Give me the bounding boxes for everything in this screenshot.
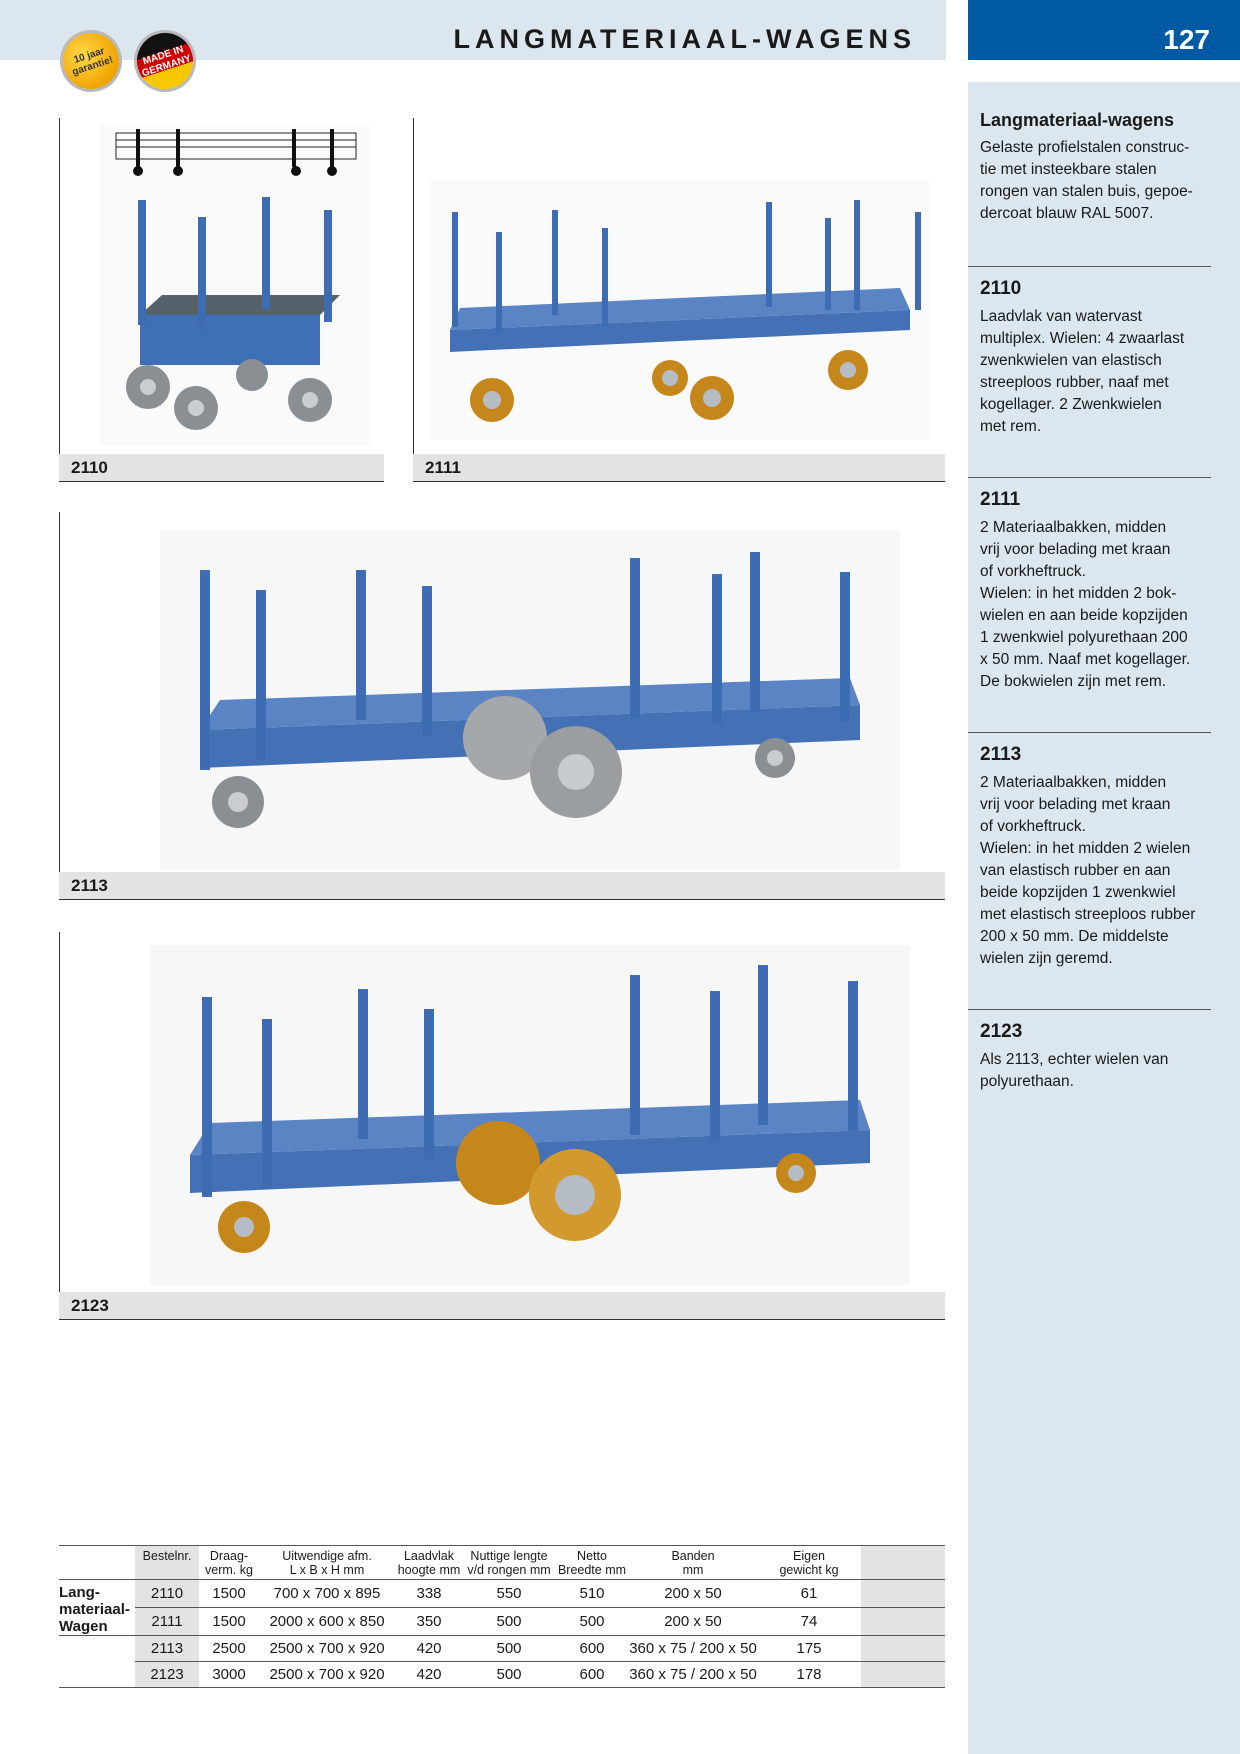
table-header-cell: Laadvlak hoogte mm (395, 1545, 463, 1580)
table-header-cell: Uitwendige afm. L x B x H mm (259, 1545, 395, 1580)
table-cell: 360 x 75 / 200 x 50 (629, 1635, 757, 1662)
product-photo-2110 (100, 125, 370, 445)
table-row: 2123 3000 2500 x 700 x 920 420 500 600 3… (59, 1661, 945, 1688)
sidebar-item-2111: 2111 2 Materiaalbakken, midden vrij voor… (980, 489, 1210, 693)
figure-frame (59, 118, 60, 454)
table-cell: 2123 (135, 1661, 199, 1688)
cart-2110-illustration (115, 129, 357, 430)
table-cell: 74 (757, 1607, 861, 1636)
table-cell: 500 (463, 1635, 555, 1662)
figure-caption-2110: 2110 (59, 454, 384, 482)
cart-2123-illustration (190, 965, 870, 1253)
table-cell: 1500 (199, 1607, 259, 1636)
table-header-cell: Netto Breedte mm (555, 1545, 629, 1580)
sidebar-divider (968, 1009, 1211, 1010)
page-number: 127 (1163, 24, 1210, 55)
table-header-row: Bestelnr. Draag- verm. kg Uitwendige afm… (59, 1545, 945, 1580)
made-in-germany-text: MADE IN GERMANY (140, 44, 193, 80)
table-cell: 1500 (199, 1579, 259, 1608)
sidebar-item-number: 2111 (980, 489, 1021, 510)
cart-2111-illustration (450, 200, 921, 422)
table-cell: 2500 (199, 1635, 259, 1662)
table-cell: 3000 (199, 1661, 259, 1688)
table-cell: 500 (463, 1661, 555, 1688)
table-header-cell: Nuttige lengte v/d rongen mm (463, 1545, 555, 1580)
sidebar-intro: Langmateriaal-wagens Gelaste profielstal… (980, 110, 1210, 225)
table-cell: 350 (395, 1607, 463, 1636)
table-cell: 178 (757, 1661, 861, 1688)
product-photo-2123 (150, 945, 910, 1285)
table-cell: 550 (463, 1579, 555, 1608)
warranty-badge-text: 10 jaar garantie! (70, 45, 115, 78)
table-row: 2111 1500 2000 x 600 x 850 350 500 500 2… (59, 1607, 945, 1636)
sidebar-intro-title: Langmateriaal-wagens (980, 110, 1175, 130)
product-photo-2111 (430, 180, 930, 440)
figure-frame (59, 512, 60, 872)
sidebar-item-2123: 2123 Als 2113, echter wielen van polyure… (980, 1021, 1210, 1093)
table-header-cell: Banden mm (629, 1545, 757, 1580)
table-cell: 2500 x 700 x 920 (259, 1635, 395, 1662)
sidebar-divider (968, 266, 1211, 267)
page-title: LANGMATERIAAL-WAGENS (453, 24, 916, 54)
sidebar-item-number: 2110 (980, 278, 1022, 299)
sidebar-divider (968, 732, 1211, 733)
sidebar-item-text: Laadvlak van watervast multiplex. Wielen… (980, 308, 1185, 435)
table-cell: 420 (395, 1661, 463, 1688)
table-header-cell: Draag- verm. kg (199, 1545, 259, 1580)
sidebar-item-text: Als 2113, echter wielen van polyurethaan… (980, 1051, 1169, 1090)
sidebar-item-2110: 2110 Laadvlak van watervast multiplex. W… (980, 278, 1210, 438)
table-cell: 2000 x 600 x 850 (259, 1607, 395, 1636)
table-cell: 2500 x 700 x 920 (259, 1661, 395, 1688)
sidebar-item-2113: 2113 2 Materiaalbakken, midden vrij voor… (980, 744, 1210, 970)
product-photo-2113 (160, 530, 900, 870)
page-number-box: 127 (968, 0, 1240, 60)
table-cell: 360 x 75 / 200 x 50 (629, 1661, 757, 1688)
table-cell: 61 (757, 1579, 861, 1608)
figure-caption-2111: 2111 (413, 454, 945, 482)
sidebar-item-number: 2113 (980, 744, 1022, 765)
table-cell: 200 x 50 (629, 1579, 757, 1608)
table-cell: 338 (395, 1579, 463, 1608)
table-cell: 175 (757, 1635, 861, 1662)
table-cell: 500 (555, 1607, 629, 1636)
sidebar-item-text: 2 Materiaalbakken, midden vrij voor bela… (980, 519, 1191, 690)
table-header-cell: Eigen gewicht kg (757, 1545, 861, 1580)
table-cell: 200 x 50 (629, 1607, 757, 1636)
table-cell: 420 (395, 1635, 463, 1662)
table-group-label: Lang- materiaal- Wagen (59, 1579, 135, 1636)
sidebar (968, 82, 1240, 1754)
table-row: Lang- materiaal- Wagen 2110 1500 700 x 7… (59, 1579, 945, 1636)
cart-2113-illustration (200, 552, 860, 828)
sidebar-divider (968, 477, 1211, 478)
table-cell: 2113 (135, 1635, 199, 1662)
figure-caption-2113: 2113 (59, 872, 945, 900)
table-cell: 600 (555, 1661, 629, 1688)
table-header-cell: Bestelnr. (135, 1545, 199, 1580)
table-cell: 600 (555, 1635, 629, 1662)
table-cell: 2111 (135, 1607, 199, 1636)
figure-frame (59, 932, 60, 1292)
sidebar-item-number: 2123 (980, 1021, 1023, 1042)
table-cell: 500 (463, 1607, 555, 1636)
sidebar-item-text: 2 Materiaalbakken, midden vrij voor bela… (980, 774, 1196, 967)
table-row: 2113 2500 2500 x 700 x 920 420 500 600 3… (59, 1635, 945, 1662)
table-cell: 510 (555, 1579, 629, 1608)
figure-frame (413, 118, 414, 454)
spec-table: Bestelnr. Draag- verm. kg Uitwendige afm… (59, 1545, 945, 1688)
table-cell: 700 x 700 x 895 (259, 1579, 395, 1608)
table-cell: 2110 (135, 1579, 199, 1608)
sidebar-intro-text: Gelaste profielstalen construc- tie met … (980, 139, 1193, 222)
figure-caption-2123: 2123 (59, 1292, 945, 1320)
